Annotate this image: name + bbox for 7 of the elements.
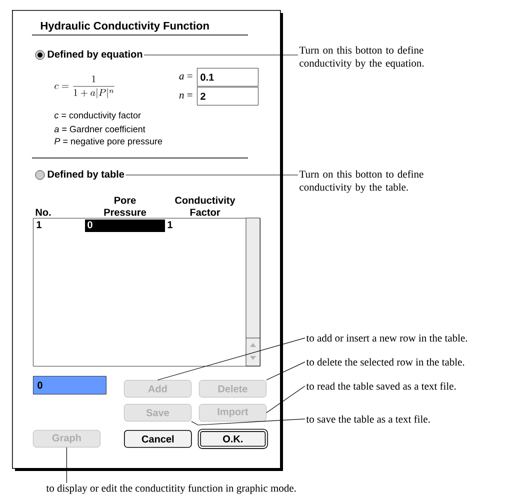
annotation: Turn on this botton to define conductivity by the equation. [299,46,424,69]
annotation: to add or insert a new row in the table. [306,334,468,342]
annotation: to display or edit the conductitity function in graphic mode. [46,484,296,494]
annotation: to delete the selected row in the table. [306,358,464,366]
annotation: to save the table as a text file. [306,415,430,423]
annotation: to read the table saved as a text file. [306,382,456,390]
annotation: Turn on this botton to define conductivity by the table. [299,170,424,193]
